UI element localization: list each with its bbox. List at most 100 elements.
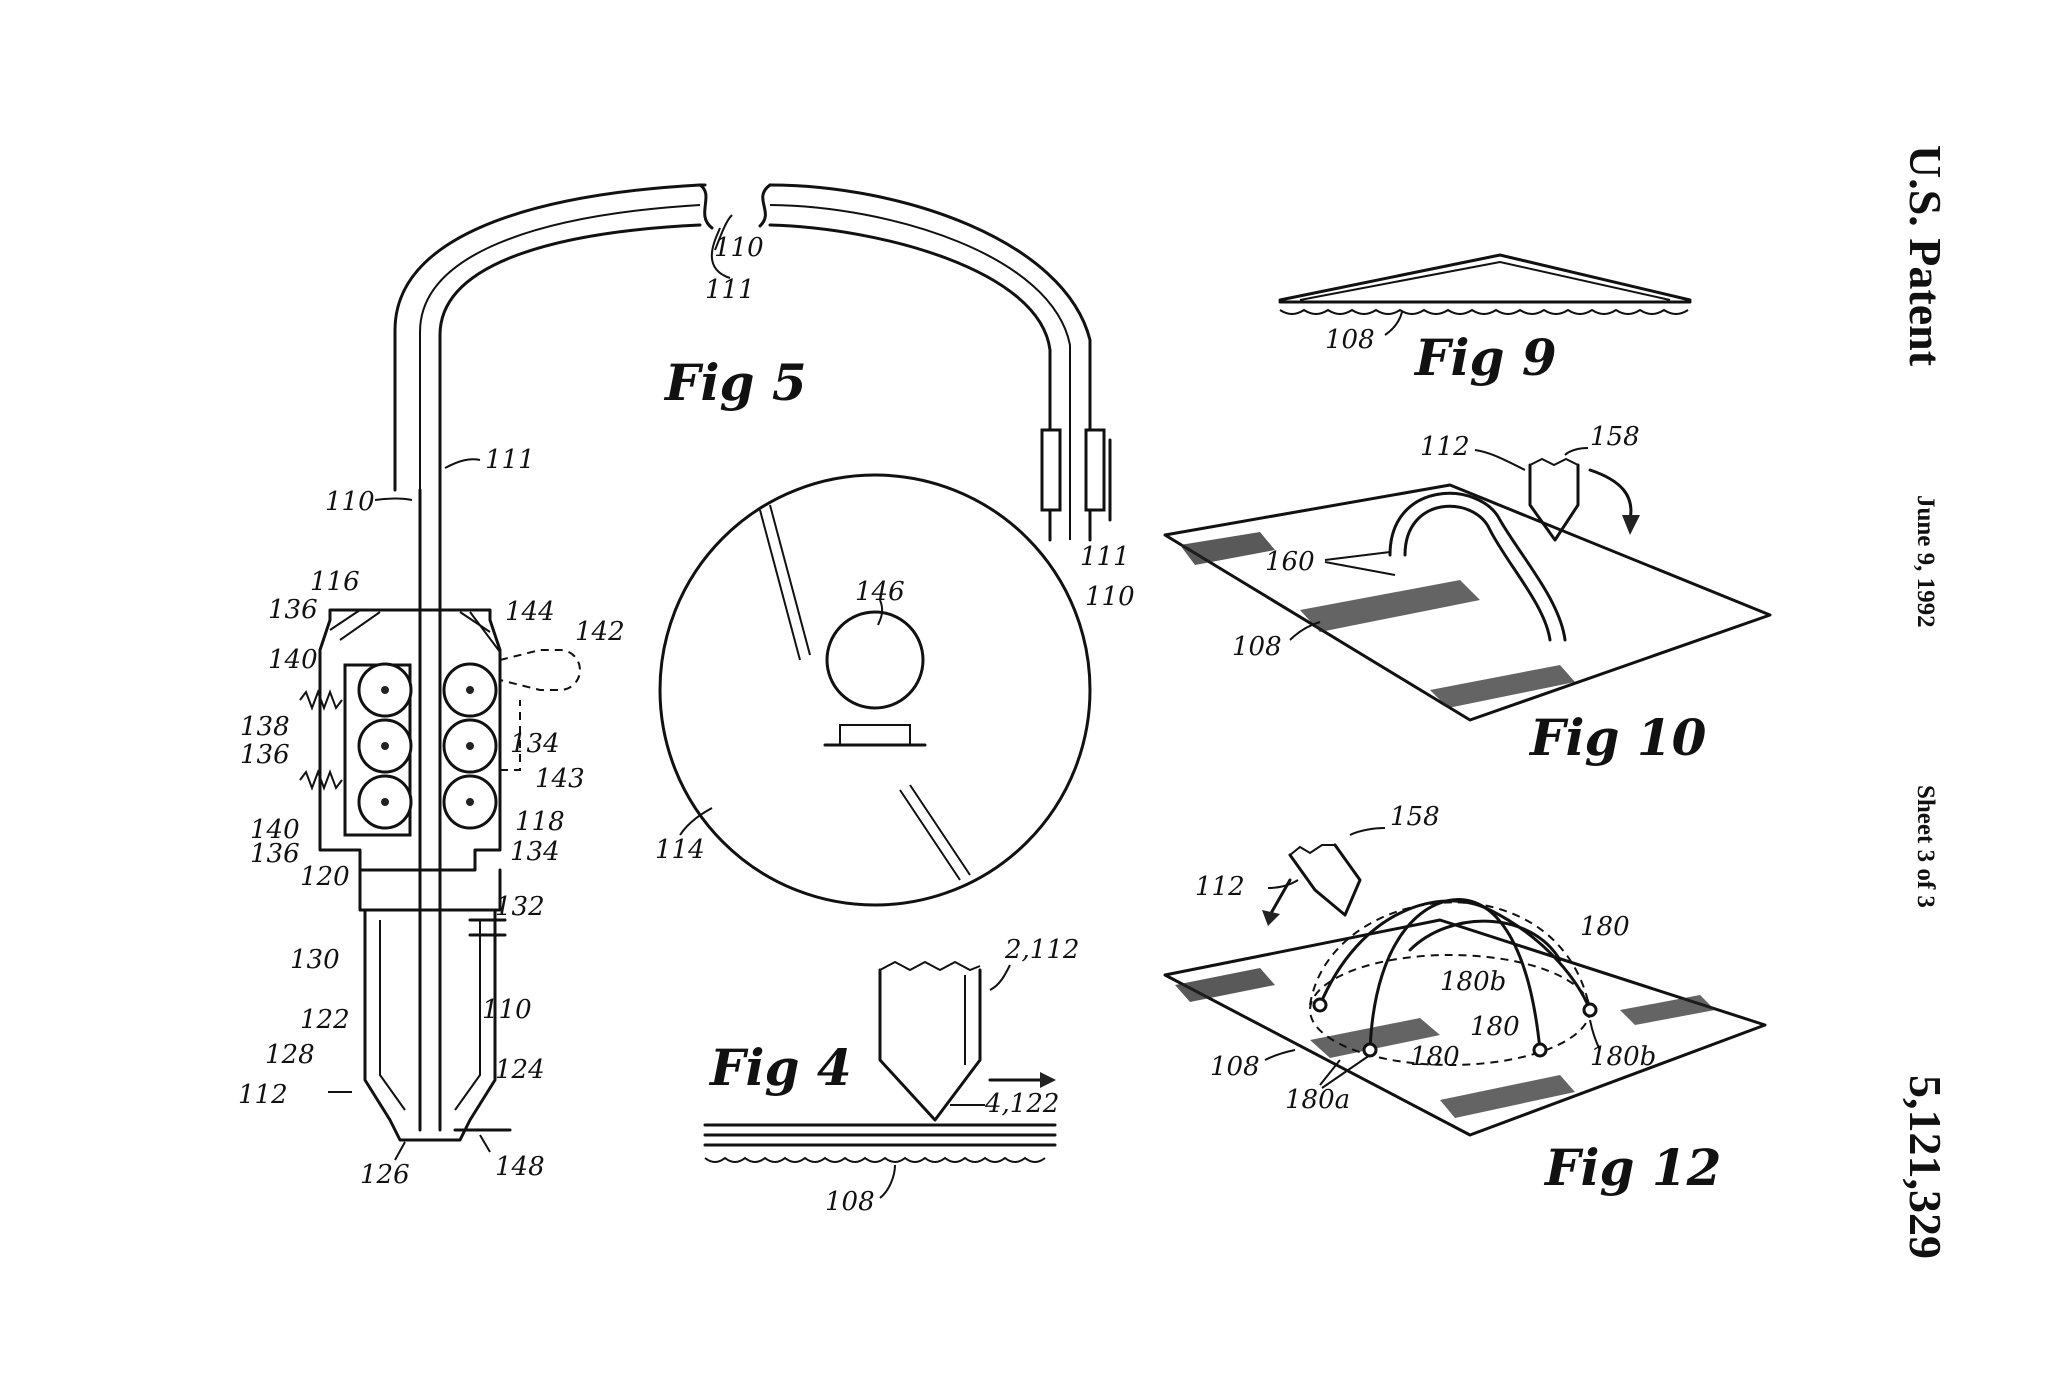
tube-fiber-right — [769, 204, 1071, 540]
ref-134-a: 134 — [510, 729, 560, 759]
fig10-nozzle-break — [1529, 457, 1579, 467]
drive-link — [500, 700, 521, 771]
fig12-leader-180b — [1589, 1019, 1601, 1051]
fig12-rib-1 — [1368, 898, 1542, 1052]
ref-122: 122 — [300, 1005, 350, 1035]
ref-112: 112 — [238, 1080, 288, 1110]
fig9-substrate — [1279, 308, 1689, 315]
tube-break-right — [758, 183, 772, 228]
fig12-tilt-arrowhead — [1262, 910, 1280, 926]
fig12-rib-2 — [1318, 899, 1592, 1012]
spool-shade-2 — [769, 504, 811, 656]
ref-110-top: 110 — [714, 233, 764, 263]
fig12-ref-112: 112 — [1195, 872, 1245, 902]
housing-hatch-4 — [469, 611, 501, 653]
fig12-leader-180a — [1319, 1054, 1371, 1089]
ref-143: 143 — [535, 764, 585, 794]
ref-136-c: 136 — [250, 839, 300, 869]
drive-lug — [499, 649, 581, 691]
figure-12: 158 112 180 180b 180 108 180 180b 180a F… — [1163, 802, 1767, 1197]
ref-132: 132 — [495, 892, 545, 922]
leader-148 — [479, 1134, 491, 1153]
fig4-nozzle-break — [879, 960, 981, 972]
leader-126 — [394, 1141, 406, 1161]
fig12-leader-112 — [1267, 879, 1299, 889]
fig10-plate — [1163, 483, 1772, 722]
fig10-arch-inner — [1403, 504, 1552, 642]
fig12-anchor-3 — [1312, 997, 1328, 1013]
fig12-leader-158 — [1349, 827, 1386, 836]
fig12-nozzle-break — [1289, 844, 1335, 856]
roller-axle-r2 — [466, 742, 474, 750]
ref-118: 118 — [515, 807, 565, 837]
leader-111-top — [710, 227, 731, 279]
fig12-anchor-4 — [1582, 1002, 1598, 1018]
ref-138: 138 — [240, 712, 290, 742]
leader-110-top — [714, 214, 733, 251]
leader-111-left — [444, 458, 481, 469]
fig10-ref-160: 160 — [1265, 547, 1315, 577]
spool-shade-1 — [759, 509, 801, 661]
ref-144: 144 — [505, 597, 555, 627]
fig12-ref-158: 158 — [1390, 802, 1440, 832]
heater-collar — [358, 868, 502, 912]
spool-disc — [658, 473, 1092, 907]
fig12-nozzle — [1288, 843, 1362, 917]
header-sheet: Sheet 3 of 3 — [1912, 785, 1939, 908]
ref-146: 146 — [855, 577, 905, 607]
fig12-ref-180-c: 180 — [1410, 1042, 1460, 1072]
fig10-ref-108: 108 — [1232, 632, 1282, 662]
housing-upper — [318, 608, 502, 872]
ref-114: 114 — [655, 835, 705, 865]
spring-lower — [299, 769, 343, 791]
fig4-ref-1: 2,112 — [1004, 935, 1079, 965]
fig10-leader-160 — [1324, 551, 1396, 576]
header-date: June 9, 1992 — [1912, 495, 1939, 628]
tube-inner-left — [438, 223, 702, 492]
ref-111-right: 111 — [1080, 542, 1130, 572]
spool-support — [839, 724, 911, 745]
fig9-title: Fig 9 — [1413, 328, 1557, 387]
fig10-leader-112 — [1474, 449, 1526, 471]
fig10-rotation-arrow — [1588, 468, 1633, 522]
ref-126: 126 — [360, 1160, 410, 1190]
tube-clamp-right — [1040, 428, 1062, 512]
fig12-anchor-1 — [1362, 1042, 1378, 1058]
roller-axle-r1 — [466, 686, 474, 694]
heater-insulation-left — [379, 920, 406, 1111]
tube-clamp-right-2 — [1084, 428, 1106, 512]
patent-header: U.S. Patent June 9, 1992 Sheet 3 of 3 5,… — [1900, 145, 1951, 1259]
ref-111-left: 111 — [485, 445, 535, 475]
figure-4: Fig 4 2,112 4,122 108 — [703, 935, 1079, 1217]
ref-142: 142 — [575, 617, 625, 647]
heater-barrel — [363, 908, 497, 1142]
fig10-shade-3 — [1430, 665, 1575, 708]
ref-110-mid: 110 — [482, 995, 532, 1025]
figure-9: Fig 9 108 — [1278, 253, 1692, 387]
fig10-shade-2 — [1300, 580, 1480, 632]
fig12-ref-180a: 180a — [1285, 1085, 1350, 1115]
header-patent-number: 5,121,329 — [1900, 1075, 1951, 1259]
spool-hub — [825, 610, 925, 710]
tube-outer-right — [768, 183, 1092, 542]
fig12-shade-2 — [1310, 1018, 1440, 1058]
fig4-nozzle-body — [878, 968, 982, 1122]
spool-shade-4 — [909, 784, 971, 876]
roller-axle-l2 — [381, 742, 389, 750]
fig4-ref-2: 4,122 — [984, 1089, 1059, 1119]
ref-134-b: 134 — [510, 837, 560, 867]
ref-140-b: 140 — [250, 815, 300, 845]
fig4-leader-3 — [879, 1164, 896, 1199]
heater-insulation-right — [454, 920, 481, 1111]
fig10-nozzle — [1528, 463, 1580, 542]
fig4-substrate — [704, 1156, 1046, 1163]
spool-shade-3 — [899, 789, 961, 881]
ref-116: 116 — [310, 567, 360, 597]
fig4-arrowhead — [1040, 1072, 1056, 1088]
roller-axle-l1 — [381, 686, 389, 694]
fig9-ref-108: 108 — [1325, 325, 1375, 355]
fig12-plate — [1163, 918, 1767, 1137]
fig12-shade-4 — [1620, 995, 1715, 1025]
fig10-leader-158 — [1564, 447, 1589, 456]
